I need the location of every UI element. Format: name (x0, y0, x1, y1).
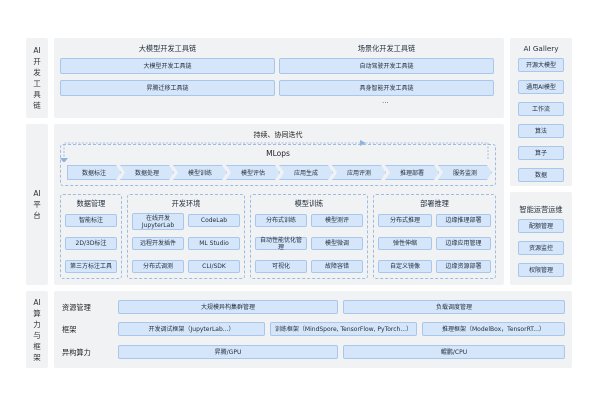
deploy-item-distributed-inference[interactable]: 分布式推理 (378, 214, 432, 227)
dev-item-online-jupyterlab[interactable]: 在线开发 JupyterLab (132, 213, 184, 230)
compute-row-framework-label: 框架 (62, 325, 77, 334)
dev-item-remote-plugin[interactable]: 远程开发插件 (132, 237, 184, 250)
compute-cell-ascend-gpu[interactable]: 昇腾/GPU (118, 345, 338, 359)
toolchain-item-large-model[interactable]: 大模型开发工具链 (60, 58, 275, 74)
mlops-stage-app-evaluation[interactable]: 应用评测 (332, 165, 386, 180)
mlops-title: MLops (266, 149, 290, 158)
dev-item-ml-studio[interactable]: ML Studio (188, 237, 240, 250)
module-train-title: 模型训练 (294, 199, 324, 208)
gallery-item-algorithm[interactable]: 算法 (518, 124, 564, 138)
train-item-auto-perf[interactable]: 自动性能优化管理 (255, 237, 307, 251)
mlops-stage-inference-deploy[interactable]: 推理部署 (385, 165, 439, 180)
mlops-box (60, 144, 496, 186)
data-item-smart-labeling[interactable]: 智能标注 (65, 214, 117, 227)
module-deploy-title: 部署推理 (420, 199, 449, 208)
compute-cell-cluster-mgmt[interactable]: 大规模异构集群管理 (118, 300, 338, 314)
dev-item-distributed-debug[interactable]: 分布式调测 (132, 260, 184, 273)
mlops-stage-service-monitor[interactable]: 服务监测 (438, 165, 492, 180)
toolchain-label-panel (26, 38, 48, 118)
compute-cell-infer-framework[interactable]: 推理框架（ModelBox，TensorRT...） (422, 322, 565, 336)
compute-cell-kunpeng-cpu[interactable]: 鲲鹏/CPU (343, 345, 565, 359)
module-data-title: 数据管理 (76, 199, 106, 208)
module-data-management (60, 194, 122, 279)
module-dev-environment (127, 194, 245, 279)
module-dev-title: 开发环境 (171, 199, 201, 208)
data-item-2d3d-labeling[interactable]: 2D/3D标注 (65, 237, 117, 250)
compute-label-panel (26, 291, 48, 368)
mlops-stage-app-generation[interactable]: 应用生成 (279, 165, 333, 180)
deploy-item-custom-image[interactable]: 自定义镜像 (378, 260, 432, 273)
module-deploy-inference (373, 194, 496, 279)
train-item-distributed[interactable]: 分布式训练 (255, 214, 307, 227)
data-item-third-party-labeling[interactable]: 第三方标注工具 (65, 260, 117, 273)
mlops-stage-data-processing[interactable]: 数据处理 (120, 165, 174, 180)
toolchain-more: ··· (382, 99, 389, 107)
gallery-item-general-model[interactable]: 通用AI模型 (518, 80, 564, 94)
dev-item-cli-sdk[interactable]: CLI/SDK (188, 260, 240, 273)
gallery-item-open-llm[interactable]: 开源大模型 (518, 58, 564, 72)
deploy-item-edge-app[interactable]: 边缘应用管理 (436, 237, 491, 250)
mlops-stage-model-evaluation[interactable]: 模型评估 (226, 165, 280, 180)
ops-item-permission[interactable]: 权限管理 (518, 263, 564, 277)
gallery-title: AI Gallery (523, 44, 559, 53)
compute-row-resource-label: 资源管理 (62, 303, 91, 312)
platform-panel (54, 124, 504, 285)
deploy-item-autoscaling[interactable]: 弹性伸缩 (378, 237, 432, 250)
toolchain-right-title: 场景化开发工具链 (357, 44, 416, 53)
mlops-stage-data-labeling[interactable]: 数据标注 (67, 165, 121, 180)
ops-title: 智能运营运维 (519, 205, 563, 214)
toolchain-item-autonomous-driving[interactable]: 自动驾驶开发工具链 (279, 58, 494, 74)
ops-item-quota[interactable]: 配额管理 (518, 219, 564, 233)
platform-label-panel (26, 124, 48, 285)
gallery-item-data[interactable]: 数据 (518, 168, 564, 182)
train-item-model-eval[interactable]: 模型测评 (311, 214, 363, 227)
toolchain-item-embodied-ai[interactable]: 具身智能开发工具链 (279, 80, 494, 96)
deploy-item-edge-deploy[interactable]: 边缘推理部署 (436, 214, 491, 227)
compute-cell-load-scheduling[interactable]: 负载调度管理 (343, 300, 565, 314)
toolchain-panel (54, 38, 504, 118)
gallery-item-workflow[interactable]: 工作流 (518, 102, 564, 116)
gallery-item-operator[interactable]: 算子 (518, 146, 564, 160)
mlops-stage-model-training[interactable]: 模型训练 (173, 165, 227, 180)
deploy-item-edge-resource[interactable]: 边缘资源部署 (436, 260, 491, 273)
dev-item-codelab[interactable]: CodeLab (188, 214, 240, 227)
toolchain-left-title: 大模型开发工具链 (138, 44, 197, 53)
module-model-training (250, 194, 368, 279)
iteration-label: 持续、协同迭代 (253, 131, 303, 139)
compute-cell-train-framework[interactable]: 训练框架（MindSpore, TensorFlow, PyTorch...） (270, 322, 417, 336)
ops-item-resource-monitor[interactable]: 资源监控 (518, 241, 564, 255)
train-item-visualization[interactable]: 可视化 (255, 260, 307, 273)
compute-row-hetero-label: 异构算力 (62, 348, 91, 357)
compute-cell-dev-framework[interactable]: 开发调试框架（JupyterLab...） (118, 322, 265, 336)
toolchain-item-ascend-migration[interactable]: 昇腾迁移工具链 (60, 80, 275, 96)
train-item-finetune[interactable]: 模型微调 (311, 237, 363, 250)
train-item-fault-tolerance[interactable]: 故障容错 (311, 260, 363, 273)
